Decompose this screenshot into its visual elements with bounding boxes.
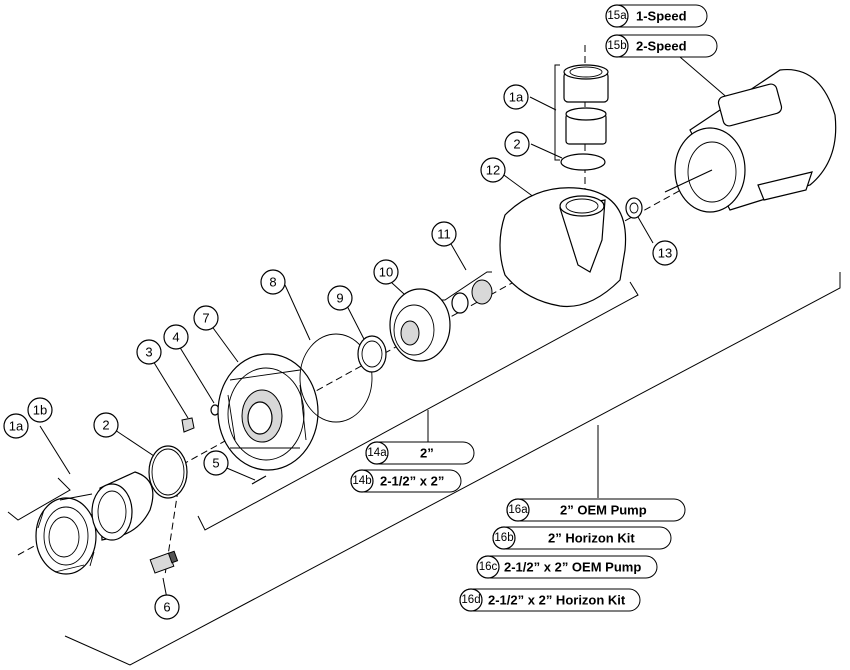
svg-text:3: 3: [145, 345, 152, 360]
svg-text:15b: 15b: [607, 40, 626, 52]
svg-text:2-1/2” x 2”: 2-1/2” x 2”: [380, 474, 444, 489]
callout-3: 3: [136, 339, 162, 365]
callout-5: 5: [203, 450, 229, 476]
svg-text:1a: 1a: [509, 90, 524, 105]
svg-text:2: 2: [513, 137, 520, 152]
impeller: [389, 288, 451, 362]
callout-11: 11: [431, 221, 457, 247]
option-14a: 14a 2”: [365, 441, 475, 465]
svg-text:15a: 15a: [607, 10, 627, 22]
option-16c: 16c 2-1/2” x 2” OEM Pump: [476, 555, 658, 579]
svg-text:7: 7: [202, 311, 209, 326]
svg-text:2-1/2” x 2” OEM Pump: 2-1/2” x 2” OEM Pump: [504, 560, 641, 575]
svg-text:2-Speed: 2-Speed: [636, 39, 687, 54]
o-ring-right: [560, 153, 606, 171]
tailpiece-left: [91, 471, 154, 541]
callout-4: 4: [163, 324, 189, 350]
drain-plug: [181, 417, 195, 433]
svg-text:2: 2: [102, 418, 109, 433]
svg-text:14b: 14b: [352, 475, 371, 487]
option-14b: 14b 2-1/2” x 2”: [350, 469, 462, 493]
volute-face: [217, 353, 319, 471]
union-bracket-right: [554, 64, 560, 161]
svg-text:16b: 16b: [494, 532, 513, 544]
callout-2-right: 2: [504, 131, 530, 157]
option-16d: 16d 2-1/2” x 2” Horizon Kit: [459, 588, 641, 612]
svg-text:2-1/2” x 2” Horizon Kit: 2-1/2” x 2” Horizon Kit: [488, 593, 626, 608]
svg-text:1-Speed: 1-Speed: [636, 9, 687, 24]
svg-text:8: 8: [269, 275, 276, 290]
svg-text:1b: 1b: [33, 403, 47, 418]
option-15a: 15a 1-Speed: [605, 4, 708, 28]
overall-bracket: [64, 272, 841, 666]
callout-10: 10: [373, 259, 399, 285]
callout-7: 7: [193, 305, 219, 331]
screw: [251, 475, 267, 485]
svg-text:2” Horizon Kit: 2” Horizon Kit: [548, 531, 635, 546]
wet-end-bracket: [197, 281, 639, 531]
option-15b: 15b 2-Speed: [605, 34, 718, 58]
callout-2-left: 2: [93, 412, 119, 438]
svg-text:1a: 1a: [9, 419, 24, 434]
svg-text:6: 6: [163, 600, 170, 615]
shaft-seal-a: [451, 292, 469, 314]
pump-housing: [499, 187, 627, 308]
svg-text:13: 13: [658, 246, 672, 261]
motor: [664, 68, 837, 213]
union-bracket-left: [7, 477, 71, 521]
callout-9: 9: [327, 285, 353, 311]
callout-1b-left: 1b: [27, 397, 53, 423]
seal-bracket: [440, 271, 492, 301]
o-ring-left: [148, 445, 188, 499]
svg-text:16c: 16c: [479, 561, 498, 573]
volute-gasket: [299, 333, 373, 423]
svg-text:2”: 2”: [420, 446, 434, 461]
callout-13: 13: [652, 240, 678, 266]
option-16a: 16a 2” OEM Pump: [506, 498, 686, 522]
svg-text:10: 10: [379, 265, 393, 280]
callout-8: 8: [260, 269, 286, 295]
callout-1a-left: 1a: [3, 413, 29, 439]
slinger-washer: [625, 197, 643, 219]
svg-text:9: 9: [336, 291, 343, 306]
callout-6: 6: [154, 594, 180, 620]
svg-text:16d: 16d: [461, 594, 480, 606]
svg-text:5: 5: [212, 456, 219, 471]
svg-text:2” OEM Pump: 2” OEM Pump: [560, 503, 647, 518]
svg-text:11: 11: [437, 227, 451, 242]
svg-text:4: 4: [172, 330, 179, 345]
shaft-seal-b: [471, 279, 493, 305]
union-nut-right: [563, 64, 609, 145]
union-nut-left: [35, 493, 97, 575]
svg-text:12: 12: [486, 163, 500, 178]
svg-text:16a: 16a: [508, 504, 528, 516]
callout-1a-right: 1a: [503, 84, 529, 110]
callout-12: 12: [480, 157, 506, 183]
drain-fitting: [149, 550, 179, 574]
option-16b: 16b 2” Horizon Kit: [492, 526, 672, 550]
svg-text:14a: 14a: [367, 447, 387, 459]
